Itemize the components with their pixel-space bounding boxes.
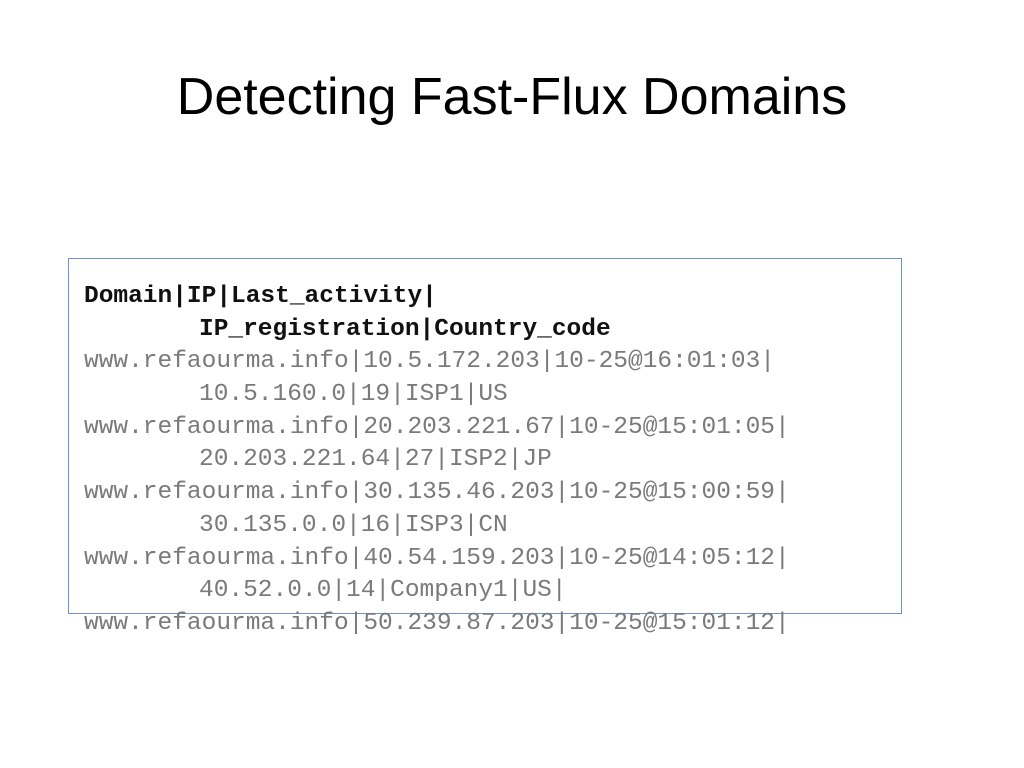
- code-header-line: Domain|IP|Last_activity|: [84, 283, 437, 310]
- code-record-line: www.refaourma.info|30.135.46.203|10-25@1…: [84, 479, 790, 507]
- slide-title: Detecting Fast-Flux Domains: [176, 68, 848, 126]
- code-record-line: 30.135.0.0|16|ISP3|CN: [199, 511, 508, 539]
- code-record-line: www.refaourma.info|50.239.87.203|10-25@1…: [84, 609, 790, 637]
- code-header-line: IP_registration|Country_code: [199, 315, 611, 343]
- code-lines: Domain|IP|Last_activity| IP_registration|…: [84, 281, 790, 641]
- code-record-line: www.refaourma.info|20.203.221.67|10-25@1…: [84, 413, 790, 441]
- code-record-line: 10.5.160.0|19|ISP1|US: [199, 381, 508, 409]
- code-record-line: 40.52.0.0|14|Company1|US|: [199, 577, 567, 605]
- code-block: Domain|IP|Last_activity| IP_registration|…: [68, 258, 902, 637]
- code-record-line: www.refaourma.info|10.5.172.203|10-25@16…: [84, 348, 776, 376]
- code-record-line: www.refaourma.info|40.54.159.203|10-25@1…: [84, 544, 790, 572]
- code-record-line: 20.203.221.64|27|ISP2|JP: [199, 446, 552, 474]
